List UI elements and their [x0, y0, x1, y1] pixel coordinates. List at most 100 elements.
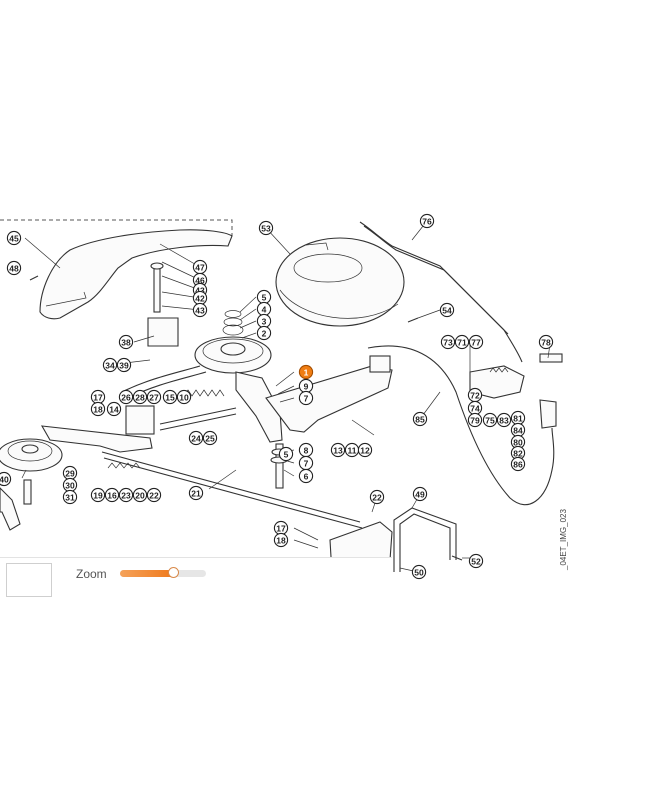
part-callout-16[interactable]: 16 [104, 487, 120, 503]
part-callout-6[interactable]: 6 [298, 468, 314, 484]
part-callout-72[interactable]: 72 [467, 387, 483, 403]
part-callout-23[interactable]: 23 [118, 487, 134, 503]
part-callout-3[interactable]: 3 [256, 313, 272, 329]
part-callout-45[interactable]: 45 [6, 230, 22, 246]
part-callout-48[interactable]: 48 [6, 260, 22, 276]
part-callout-label: 3 [262, 317, 267, 327]
part-callout-53[interactable]: 53 [258, 220, 274, 236]
part-callout-label: 1 [304, 368, 309, 378]
part-callout-77[interactable]: 77 [468, 334, 484, 350]
part-callout-86[interactable]: 86 [510, 456, 526, 472]
part-callout-18b[interactable]: 18 [273, 532, 289, 548]
part-callout-20[interactable]: 20 [132, 487, 148, 503]
part-callout-15[interactable]: 15 [162, 389, 178, 405]
part-callout-78[interactable]: 78 [538, 334, 554, 350]
part-callout-label: 2 [262, 329, 267, 339]
part-callout-11[interactable]: 11 [344, 442, 360, 458]
part-callout-label: 83 [499, 416, 509, 426]
part-callout-21[interactable]: 21 [188, 485, 204, 501]
part-callout-22b[interactable]: 22 [369, 489, 385, 505]
part-callout-label: 75 [485, 416, 495, 426]
part-callout-18a[interactable]: 18 [90, 401, 106, 417]
part-callout-label: 80 [513, 438, 523, 448]
part-callout-74[interactable]: 74 [467, 400, 483, 416]
zoom-slider-handle[interactable] [167, 567, 179, 578]
part-callout-40[interactable]: 40 [0, 471, 12, 487]
part-callout-5a[interactable]: 5 [256, 289, 272, 305]
part-callout-label: 48 [9, 264, 19, 274]
part-callout-38[interactable]: 38 [118, 334, 134, 350]
part-callout-10[interactable]: 10 [176, 389, 192, 405]
part-callout-label: 43 [195, 306, 205, 316]
part-callout-label: 25 [205, 434, 215, 444]
part-callout-27[interactable]: 27 [146, 389, 162, 405]
part-callout-label: 6 [304, 472, 309, 482]
part-callout-19[interactable]: 19 [90, 487, 106, 503]
part-callout-17b[interactable]: 17 [273, 520, 289, 536]
part-callout-label: 84 [513, 426, 523, 436]
part-callout-29[interactable]: 29 [62, 465, 78, 481]
part-callout-label: 26 [121, 393, 131, 403]
part-callout-14[interactable]: 14 [106, 401, 122, 417]
zoom-slider-track[interactable] [120, 570, 206, 577]
part-callout-71[interactable]: 71 [454, 334, 470, 350]
part-callout-label: 86 [513, 460, 523, 470]
mounting-bracket [265, 365, 393, 433]
part-callout-75[interactable]: 75 [482, 412, 498, 428]
image-reference: _04ET_IMG_023 [559, 509, 568, 571]
part-callout-43b[interactable]: 43 [192, 302, 208, 318]
part-callout-34[interactable]: 34 [102, 357, 118, 373]
part-callout-label: 16 [107, 491, 117, 501]
part-callout-39[interactable]: 39 [116, 357, 132, 373]
part-callout-85[interactable]: 85 [412, 411, 428, 427]
part-callout-label: 14 [109, 405, 119, 415]
part-callout-2[interactable]: 2 [256, 325, 272, 341]
part-callout-13[interactable]: 13 [330, 442, 346, 458]
part-callout-49[interactable]: 49 [412, 486, 428, 502]
part-callout-73[interactable]: 73 [440, 334, 456, 350]
part-callout-label: 18 [93, 405, 103, 415]
part-callout-50[interactable]: 50 [411, 564, 427, 580]
part-callout-17a[interactable]: 17 [90, 389, 106, 405]
part-callout-label: 22 [372, 493, 382, 503]
part-callout-47[interactable]: 47 [192, 259, 208, 275]
part-callout-84[interactable]: 84 [510, 422, 526, 438]
part-callout-81[interactable]: 81 [510, 410, 526, 426]
part-callout-30[interactable]: 30 [62, 477, 78, 493]
part-callout-22a[interactable]: 22 [146, 487, 162, 503]
part-callout-label: 9 [304, 382, 309, 392]
drive-belt [121, 365, 201, 393]
part-callout-7a[interactable]: 7 [298, 390, 314, 406]
bolt-stack [275, 443, 284, 489]
part-callout-label: 42 [195, 294, 205, 304]
part-callout-label: 73 [443, 338, 453, 348]
part-callout-7b[interactable]: 7 [298, 455, 314, 471]
part-callout-79[interactable]: 79 [467, 412, 483, 428]
part-callout-label: 7 [304, 394, 309, 404]
part-callout-4[interactable]: 4 [256, 301, 272, 317]
part-callout-76[interactable]: 76 [419, 213, 435, 229]
part-callout-8[interactable]: 8 [298, 442, 314, 458]
part-callout-5b[interactable]: 5 [278, 446, 294, 462]
part-callout-42[interactable]: 42 [192, 290, 208, 306]
part-callout-54[interactable]: 54 [439, 302, 455, 318]
part-callout-24[interactable]: 24 [188, 430, 204, 446]
zoom-thumbnail[interactable] [6, 563, 52, 597]
part-callout-31[interactable]: 31 [62, 489, 78, 505]
part-callout-label: 24 [191, 434, 201, 444]
part-callout-9[interactable]: 9 [298, 378, 314, 394]
part-callout-1[interactable]: 1 [298, 364, 314, 380]
part-callout-label: 71 [457, 338, 467, 348]
part-callout-25[interactable]: 25 [202, 430, 218, 446]
part-callout-label: 85 [415, 415, 425, 425]
part-callout-12[interactable]: 12 [357, 442, 373, 458]
part-callout-label: 18 [276, 536, 286, 546]
part-callout-28[interactable]: 28 [132, 389, 148, 405]
part-callout-label: 74 [470, 404, 480, 414]
part-callout-52[interactable]: 52 [468, 553, 484, 569]
part-callout-label: 54 [442, 306, 452, 316]
part-callout-83[interactable]: 83 [496, 412, 512, 428]
part-callout-26[interactable]: 26 [118, 389, 134, 405]
left-pulley [0, 438, 63, 472]
